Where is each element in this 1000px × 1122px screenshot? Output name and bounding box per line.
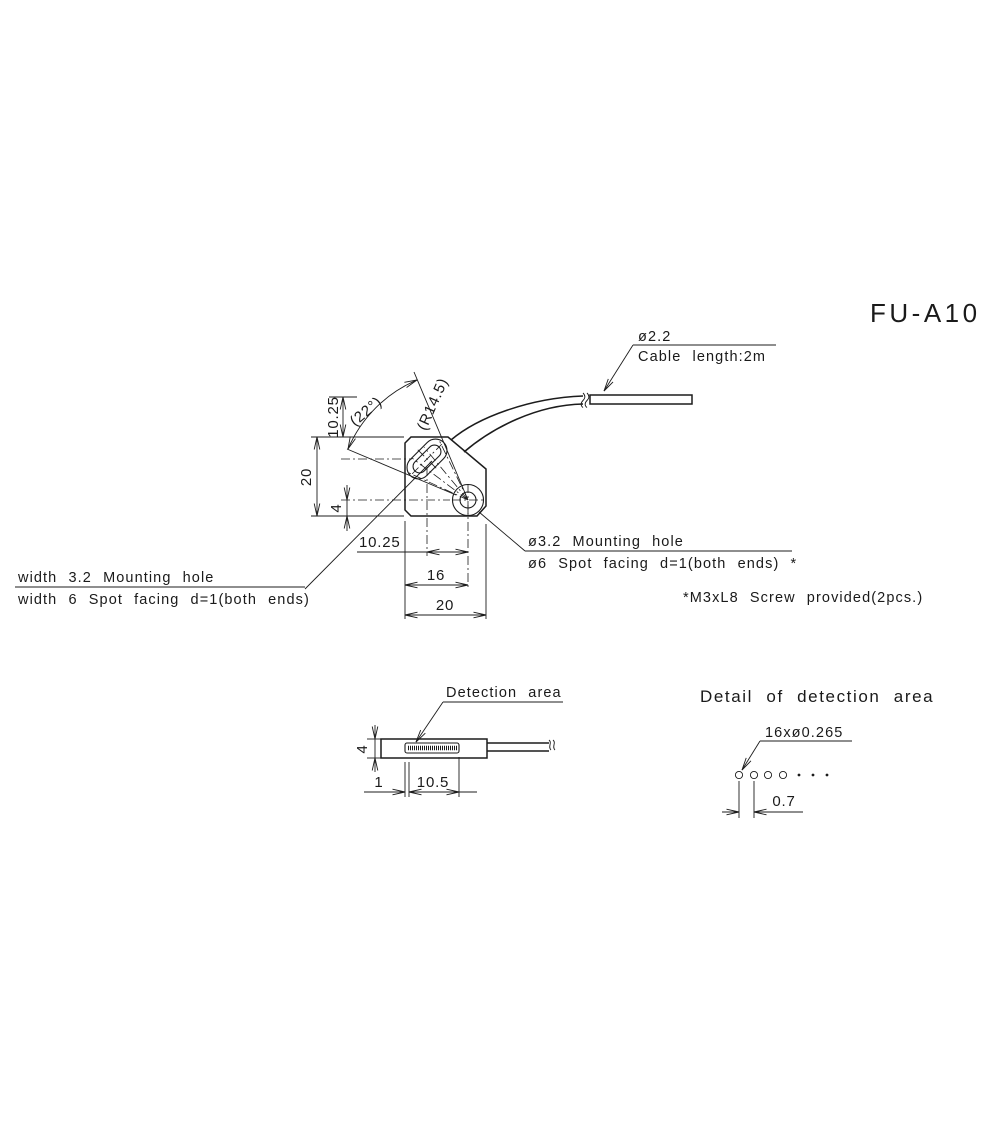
swing-fan-lines <box>406 439 469 501</box>
detail-view: Detail of detection area 16xø0.265 0.7 <box>700 687 934 818</box>
side-cable-break <box>548 739 556 751</box>
side-dim-10-5-text: 10.5 <box>417 774 449 791</box>
screw-note: *M3xL8 Screw provided(2pcs.) <box>683 590 923 606</box>
cable-break <box>580 392 590 408</box>
dim-v-10-25-text: 10.25 <box>325 396 342 438</box>
side-cable <box>487 742 549 752</box>
cable-diameter-label: ø2.2 <box>638 329 671 345</box>
slot-label-line2: width 6 Spot facing d=1(both ends) <box>17 592 310 608</box>
sensor-head-outline <box>404 436 487 517</box>
hole-centerlines <box>452 484 484 516</box>
dim-h-10-25-text: 10.25 <box>359 534 401 551</box>
detail-dim-0-7-text: 0.7 <box>772 793 795 810</box>
side-dim-1-text: 1 <box>374 774 383 791</box>
cable-length-label: Cable length:2m <box>638 349 766 365</box>
hole-label-line2: ø6 Spot facing d=1(both ends) * <box>528 556 797 572</box>
model-title: FU-A10 <box>870 298 981 328</box>
detection-area-label: Detection area <box>446 685 562 701</box>
dim-h-16-text: 16 <box>427 567 445 584</box>
detail-title: Detail of detection area <box>700 687 934 706</box>
detail-holes-leader <box>741 740 761 771</box>
side-dim-4-text: 4 <box>354 744 371 753</box>
dim-v-4-text: 4 <box>328 503 345 512</box>
dim-v-20-text: 20 <box>298 468 315 486</box>
dim-h-20-text: 20 <box>436 597 454 614</box>
fiber-circles <box>734 770 829 780</box>
arc-slot <box>406 438 448 480</box>
side-view: Detection area 4 1 10.5 <box>354 685 563 797</box>
angle-extension-line <box>346 448 457 496</box>
detection-area-outline <box>404 742 460 754</box>
slot-leader <box>304 460 433 590</box>
cable-leader <box>603 344 634 392</box>
detection-leader <box>415 701 444 743</box>
hole-leader <box>478 511 526 552</box>
cable-curve <box>450 395 584 453</box>
radius-line <box>413 371 469 501</box>
hole-label-line1: ø3.2 Mounting hole <box>528 534 684 550</box>
slot-label-line1: width 3.2 Mounting hole <box>17 570 214 586</box>
front-view: ø2.2 Cable length:2m 10.25 20 4 (22°) (R… <box>15 329 923 619</box>
detail-holes-label: 16xø0.265 <box>765 725 843 741</box>
cable-segment <box>589 394 693 405</box>
angle-dimension-arc <box>347 379 418 450</box>
angle-dim-text: (22°) <box>347 393 386 430</box>
side-body <box>380 738 488 759</box>
